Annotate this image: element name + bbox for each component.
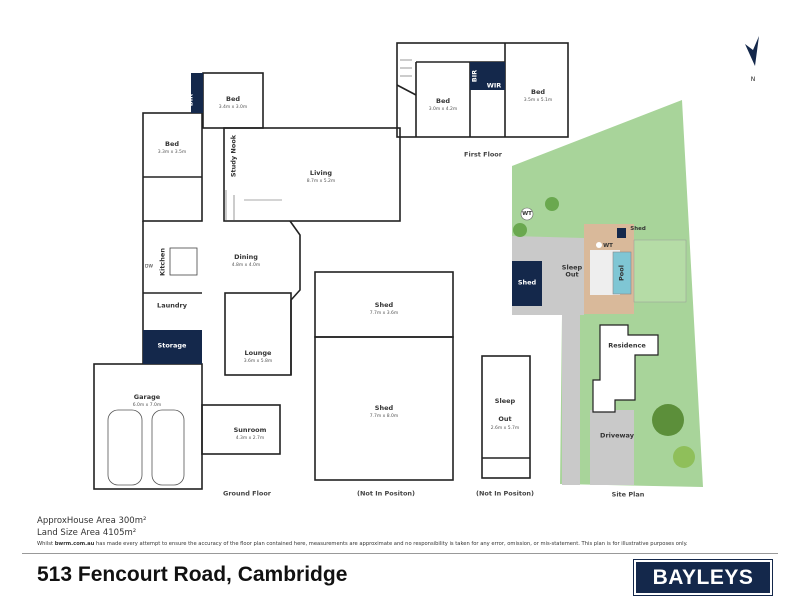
north-arrow-icon: N (745, 36, 761, 83)
residence-label: Residence (608, 341, 646, 350)
car-icon (107, 409, 143, 486)
study-nook-label: Study Nook (229, 134, 238, 178)
divider (22, 553, 778, 554)
storage-label: Storage (157, 341, 187, 350)
site-shed-label: Shed (517, 278, 537, 287)
ff-wir-label: WIR (486, 81, 502, 90)
land-area: Land Size Area 4105m² (37, 528, 137, 538)
water-tank-label-2: WT (603, 242, 613, 249)
kitchen-label: Kitchen (158, 248, 167, 276)
pool-label: Pool (617, 265, 626, 281)
sleep-out-caption: (Not In Positon) (475, 489, 535, 498)
north-label: N (750, 76, 756, 83)
car-icon (151, 409, 185, 486)
shed-2-walls (314, 336, 454, 481)
area-info: ApproxHouse Area 300m² Land Size Area 41… (37, 515, 146, 539)
property-address: 513 Fencourt Road, Cambridge (37, 563, 348, 586)
first-floor-walls (396, 42, 569, 138)
ground-floor-caption: Ground Floor (223, 489, 271, 498)
sunroom-walls (201, 404, 281, 455)
sleep-out-walls (481, 355, 531, 479)
first-floor-caption: First Floor (464, 150, 502, 159)
driveway-label: Driveway (600, 431, 634, 440)
water-tank-label: WT (522, 210, 532, 217)
dishwasher-label: DW (145, 264, 153, 270)
site-plan-caption: Site Plan (611, 490, 645, 499)
lounge-walls (224, 292, 292, 376)
disclaimer: Whilst bwrm.com.au has made every attemp… (37, 541, 688, 547)
residence-outline (592, 324, 659, 413)
living-walls (223, 127, 401, 222)
site-sleep-out-label: Sleep Out (561, 263, 583, 279)
ff-bir-label: BIR (470, 69, 479, 83)
bayleys-logo: BAYLEYS (633, 559, 773, 596)
sheds-caption: (Not In Positon) (356, 489, 416, 498)
bed-2-bath-walls (142, 112, 203, 222)
site-shed-small-label: Shed (630, 225, 646, 232)
laundry-label: Laundry (157, 301, 187, 310)
house-area: ApproxHouse Area 300m² (37, 516, 147, 526)
disclaimer-brand: bwrm.com.au (54, 541, 95, 547)
